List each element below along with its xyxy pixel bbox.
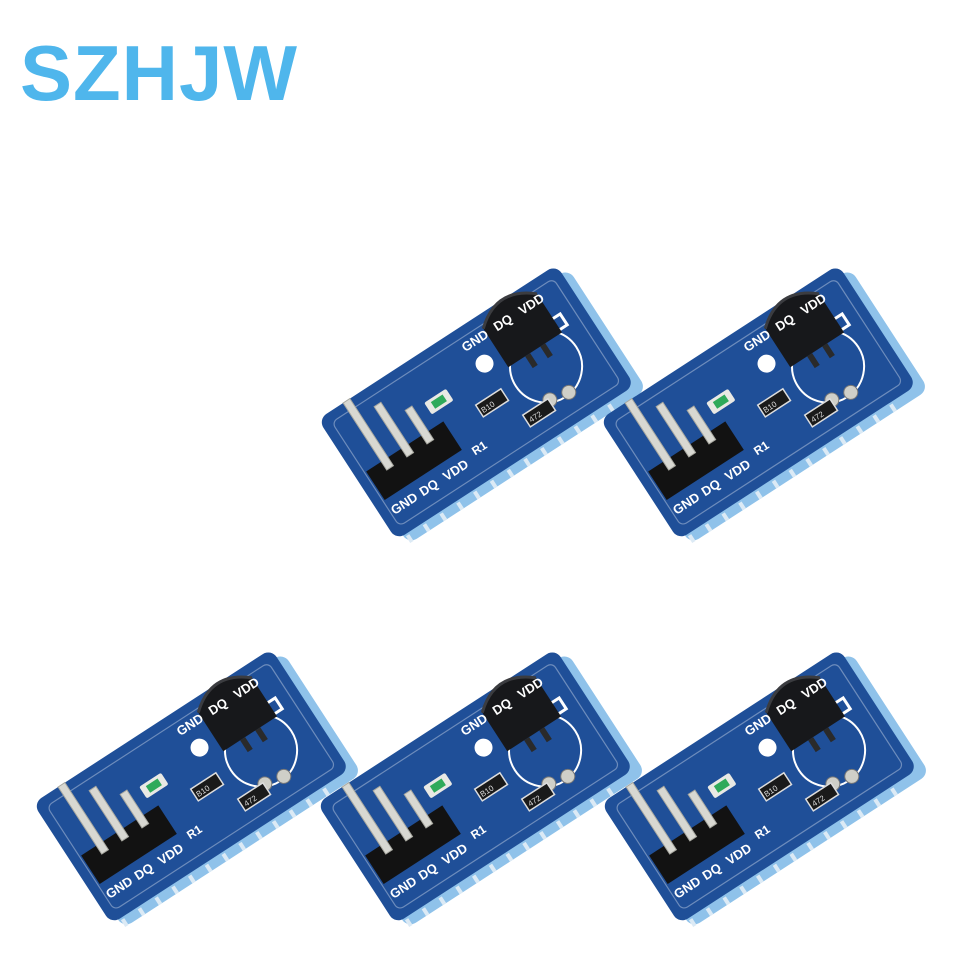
module-4: GND DQ VDD GND DQ VDD R1 B10 472	[315, 642, 648, 934]
module-3: GND DQ VDD GND DQ VDD R1 B10 472	[31, 642, 364, 934]
brand-logo: SZHJW	[20, 29, 298, 117]
module-5: GND DQ VDD GND DQ VDD R1 B10 472	[599, 642, 932, 934]
module-1: GND DQ VDD GND DQ VDD R1 B10 472	[316, 258, 649, 550]
module-2: GND DQ VDD GND DQ VDD R1 B10 472	[598, 258, 931, 550]
